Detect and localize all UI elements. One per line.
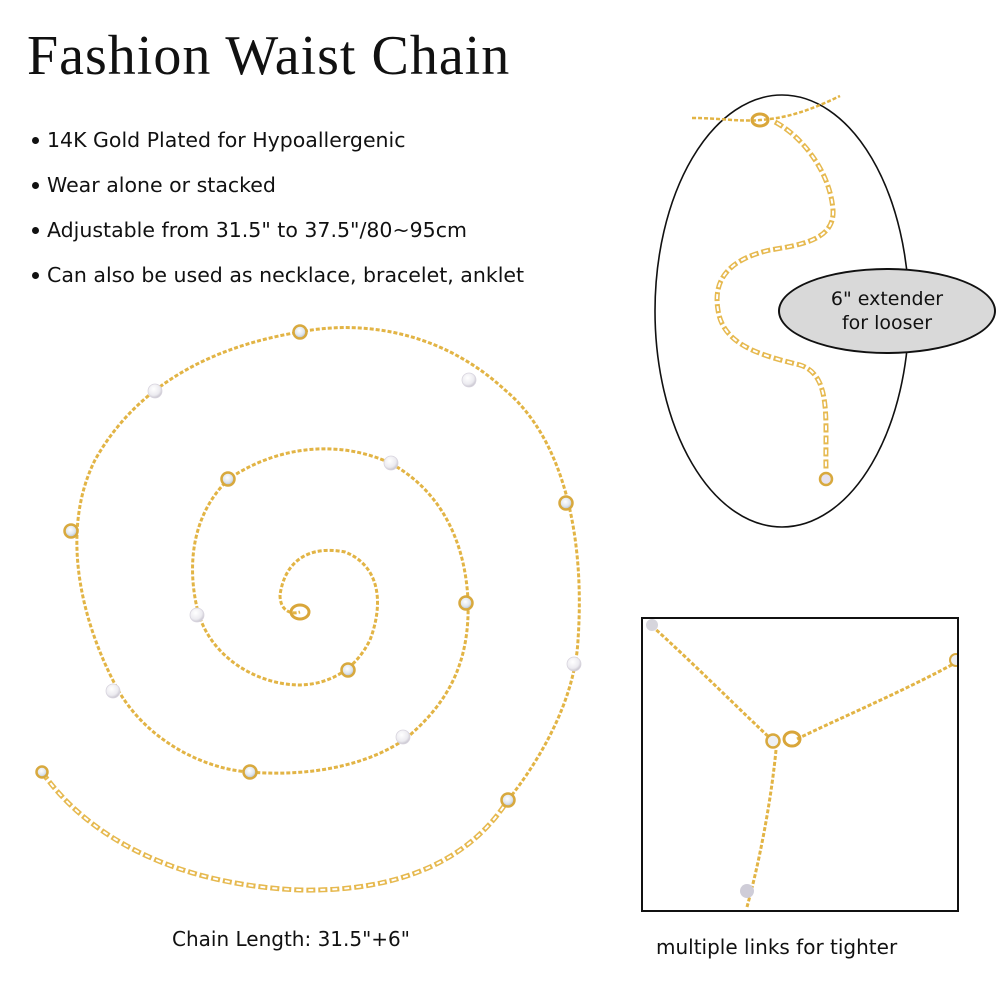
bullet-icon (32, 272, 39, 279)
bullet-icon (32, 137, 39, 144)
callout-line-2: for looser (841, 312, 933, 334)
bezel-stone-icon (765, 733, 781, 749)
bullet-icon (32, 182, 39, 189)
feature-text: Adjustable from 31.5" to 37.5"/80~95cm (47, 217, 467, 242)
spiral-chain-image (35, 324, 582, 893)
lobster-clasp-icon (750, 112, 770, 128)
pearl-icon (740, 884, 754, 898)
bullet-icon (32, 227, 39, 234)
feature-item: Adjustable from 31.5" to 37.5"/80~95cm (32, 207, 524, 252)
lobster-clasp-icon (289, 603, 311, 621)
feature-list: 14K Gold Plated for Hypoallergenic Wear … (32, 117, 524, 297)
pearls (105, 372, 582, 745)
end-stone-icon (818, 471, 834, 487)
feature-text: Wear alone or stacked (47, 172, 276, 197)
chain-length-caption: Chain Length: 31.5"+6" (172, 927, 410, 951)
feature-item: Wear alone or stacked (32, 162, 524, 207)
feature-text: Can also be used as necklace, bracelet, … (47, 262, 525, 287)
feature-item: Can also be used as necklace, bracelet, … (32, 252, 524, 297)
bezel-stones (35, 324, 574, 808)
feature-text: 14K Gold Plated for Hypoallergenic (47, 127, 406, 152)
lobster-clasp-icon (782, 730, 802, 748)
chain-strand (75, 326, 581, 801)
extender-strand (39, 770, 511, 893)
callout-line-1: 6" extender (830, 288, 944, 310)
links-detail-image (641, 617, 959, 912)
links-caption: multiple links for tighter (656, 935, 898, 959)
feature-item: 14K Gold Plated for Hypoallergenic (32, 117, 524, 162)
extender-callout: 6" extender for looser (778, 268, 996, 354)
page-title: Fashion Waist Chain (27, 25, 511, 87)
